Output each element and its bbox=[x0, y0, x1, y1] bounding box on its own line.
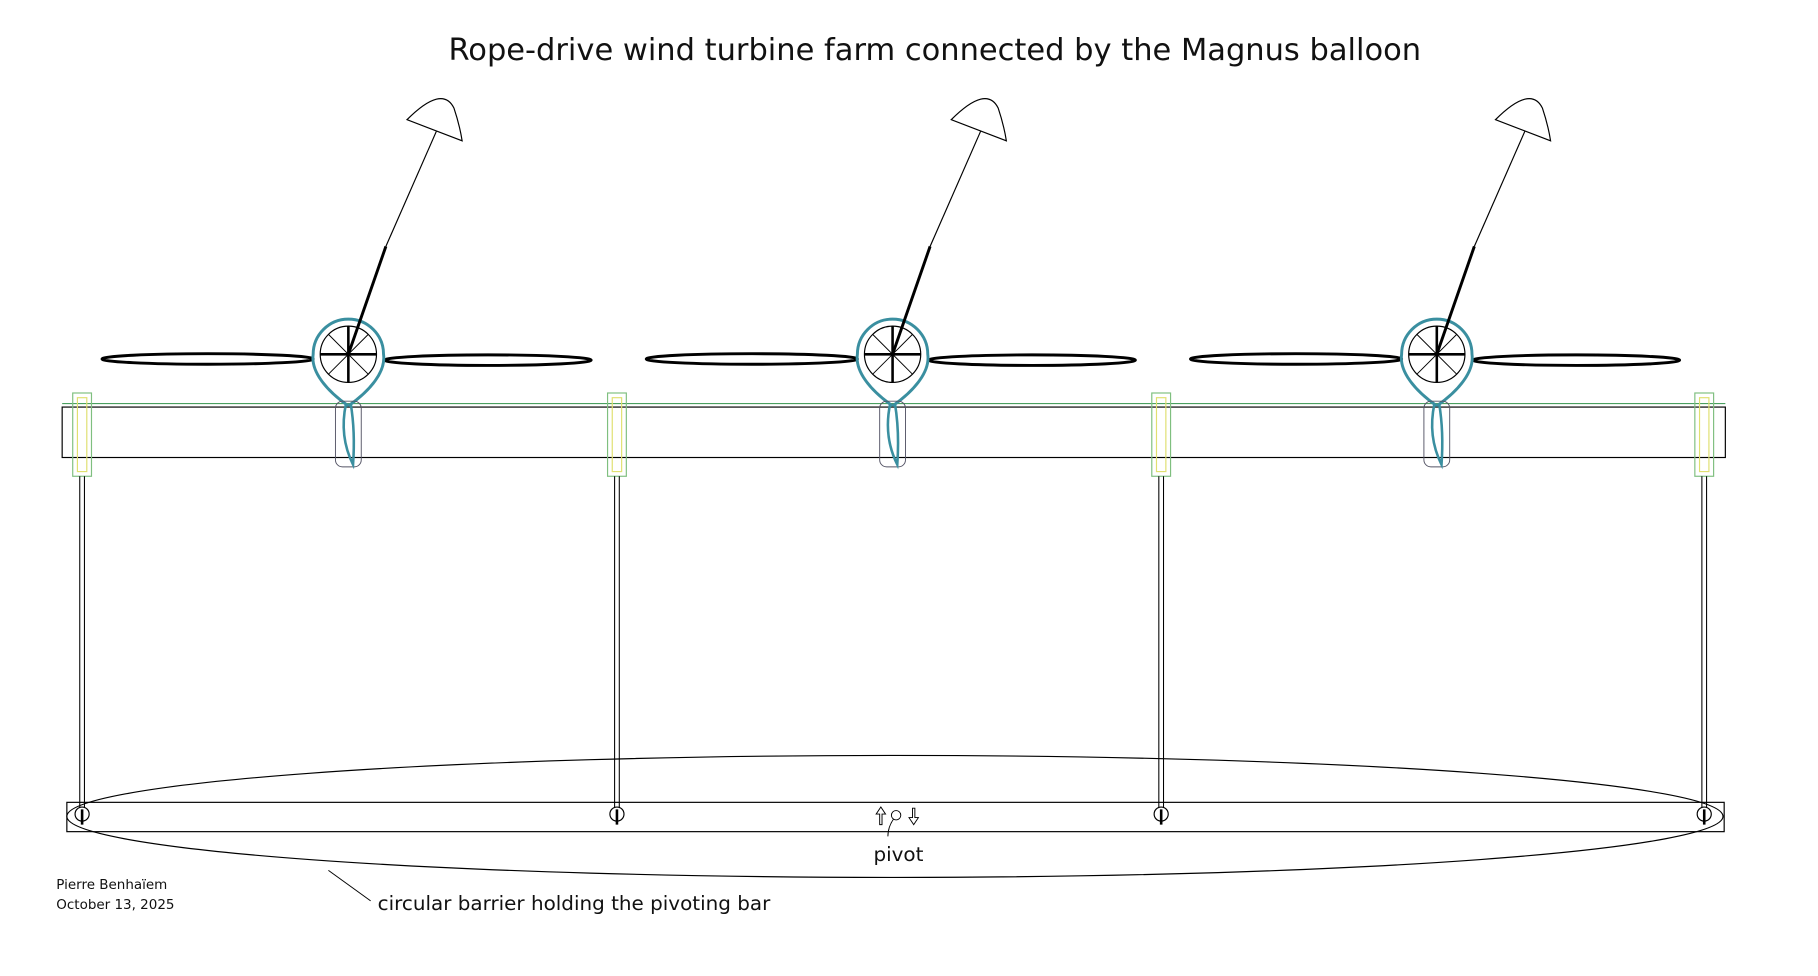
bracket bbox=[1151, 392, 1172, 477]
author-name: Pierre Benhaïem bbox=[56, 877, 167, 893]
pivoting-bar bbox=[66, 801, 1725, 833]
blade-right bbox=[927, 353, 1137, 367]
magnus-balloon-kite bbox=[950, 98, 1008, 142]
turbine bbox=[1189, 98, 1682, 470]
bracket-inner bbox=[1155, 397, 1167, 473]
upper-bar bbox=[61, 402, 1726, 459]
blade-left bbox=[1189, 352, 1404, 366]
rope-loop bbox=[1399, 317, 1474, 408]
bracket bbox=[606, 392, 627, 477]
tether bbox=[929, 131, 982, 247]
upright-post bbox=[1694, 392, 1715, 825]
drive-sheath bbox=[334, 400, 362, 468]
magnus-balloon-kite bbox=[405, 98, 463, 142]
drawing-date: October 13, 2025 bbox=[56, 897, 174, 913]
pivot-label: pivot bbox=[873, 843, 923, 866]
drive-sheath bbox=[1423, 400, 1451, 468]
drive-sheath bbox=[879, 400, 906, 468]
upright-post bbox=[1151, 392, 1172, 825]
drive-rope bbox=[886, 403, 900, 470]
bracket bbox=[1694, 392, 1715, 477]
rope-loop bbox=[855, 317, 930, 408]
blade-left bbox=[100, 352, 315, 366]
upright-post bbox=[606, 392, 627, 825]
tether bbox=[385, 131, 437, 247]
drive-rope bbox=[1430, 403, 1444, 470]
magnus-balloon-kite bbox=[1494, 98, 1552, 142]
tether bbox=[1473, 131, 1526, 247]
tether-thick bbox=[1435, 245, 1476, 355]
diagram-title: Rope-drive wind turbine farm connected b… bbox=[448, 33, 1421, 68]
bracket-inner bbox=[611, 397, 623, 473]
rope-loop bbox=[311, 317, 386, 408]
bracket bbox=[72, 392, 93, 477]
blade-right bbox=[383, 353, 593, 367]
pivot-marker bbox=[875, 806, 920, 837]
barrier-label: circular barrier holding the pivoting ba… bbox=[378, 892, 771, 915]
bracket-inner bbox=[1698, 397, 1710, 473]
tether-thick bbox=[346, 245, 388, 355]
turbine bbox=[100, 98, 593, 470]
bracket-inner bbox=[76, 397, 88, 473]
upright-post bbox=[72, 392, 93, 825]
tether-thick bbox=[891, 245, 932, 355]
blade-left bbox=[644, 352, 859, 366]
barrier-leader-line bbox=[328, 869, 371, 902]
drive-rope bbox=[342, 403, 356, 470]
blade-right bbox=[1471, 353, 1682, 367]
turbine bbox=[644, 98, 1137, 470]
